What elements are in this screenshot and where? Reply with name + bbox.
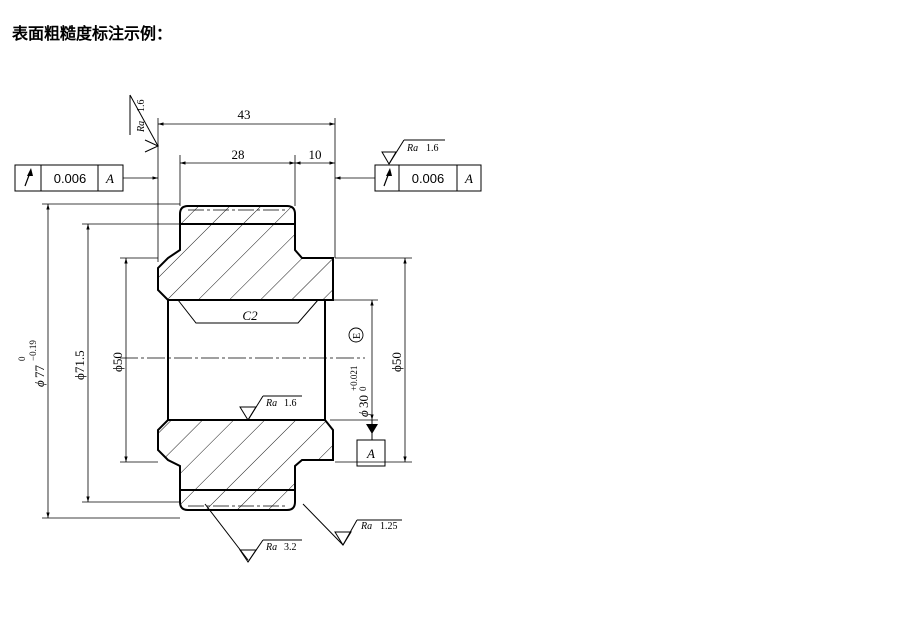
roughness-symbol-bottom-left: Ra 3.2 (204, 503, 302, 563)
roughness-symbol-bore: Ra 1.6 (239, 395, 302, 421)
tolerance-frame-right: 0.006 A (335, 164, 482, 192)
roughness-right-value: 1.6 (426, 143, 439, 154)
tolerance-left-value: 0.006 (54, 171, 87, 186)
part-section (157, 205, 334, 511)
roughness-bore-prefix: Ra (265, 398, 277, 409)
runout-icon (383, 168, 392, 187)
dim-outer-tol-lower: −0.19 (28, 340, 38, 361)
tolerance-frame-left: 0.006 A (14, 164, 158, 192)
roughness-left-prefix: Ra (136, 121, 147, 133)
runout-icon (24, 168, 33, 187)
roughness-bottom-right-prefix: Ra (360, 521, 372, 532)
dim-bore-phi: ϕ (356, 410, 371, 417)
dim-shoulder-length: 10 (309, 147, 322, 162)
envelope-symbol: E (352, 333, 363, 339)
tolerance-left-datum: A (105, 171, 114, 186)
envelope-circle (348, 327, 364, 343)
datum-label: A (366, 446, 375, 461)
roughness-symbol-bottom-right: Ra 1.25 (302, 503, 402, 546)
dim-outer-phi: ϕ (32, 380, 47, 387)
dim-bore-dia: 30 (356, 395, 371, 408)
roughness-bottom-left-value: 3.2 (284, 542, 297, 553)
roughness-bottom-left-prefix: Ra (265, 542, 277, 553)
page-title: 表面粗糙度标注示例： (12, 24, 173, 43)
dim-bore-tol-lower: 0 (358, 386, 368, 391)
dim-flange-dia: ϕ71.5 (72, 350, 87, 380)
roughness-right-prefix: Ra (406, 143, 418, 154)
roughness-bore-value: 1.6 (284, 398, 297, 409)
datum-a: A (356, 420, 386, 467)
dim-hub-length: 28 (232, 147, 245, 162)
dim-overall-length: 43 (238, 107, 251, 122)
roughness-symbol-right-face: Ra 1.6 (381, 139, 445, 165)
dim-bore-tol-upper: +0.021 (349, 366, 359, 391)
tolerance-right-datum: A (464, 171, 473, 186)
tolerance-right-value: 0.006 (412, 171, 445, 186)
dim-chamfer: C2 (242, 308, 258, 323)
roughness-bottom-right-value: 1.25 (380, 521, 398, 532)
dim-outer-tol-upper: 0 (17, 356, 27, 361)
roughness-symbol-left-face: Ra 1.6 (129, 94, 160, 153)
dim-hub-dia-right: ϕ50 (389, 352, 404, 372)
dim-outer-dia: 77 (32, 365, 47, 379)
dim-hub-dia-left: ϕ50 (110, 352, 125, 372)
roughness-left-value: 1.6 (136, 100, 147, 113)
